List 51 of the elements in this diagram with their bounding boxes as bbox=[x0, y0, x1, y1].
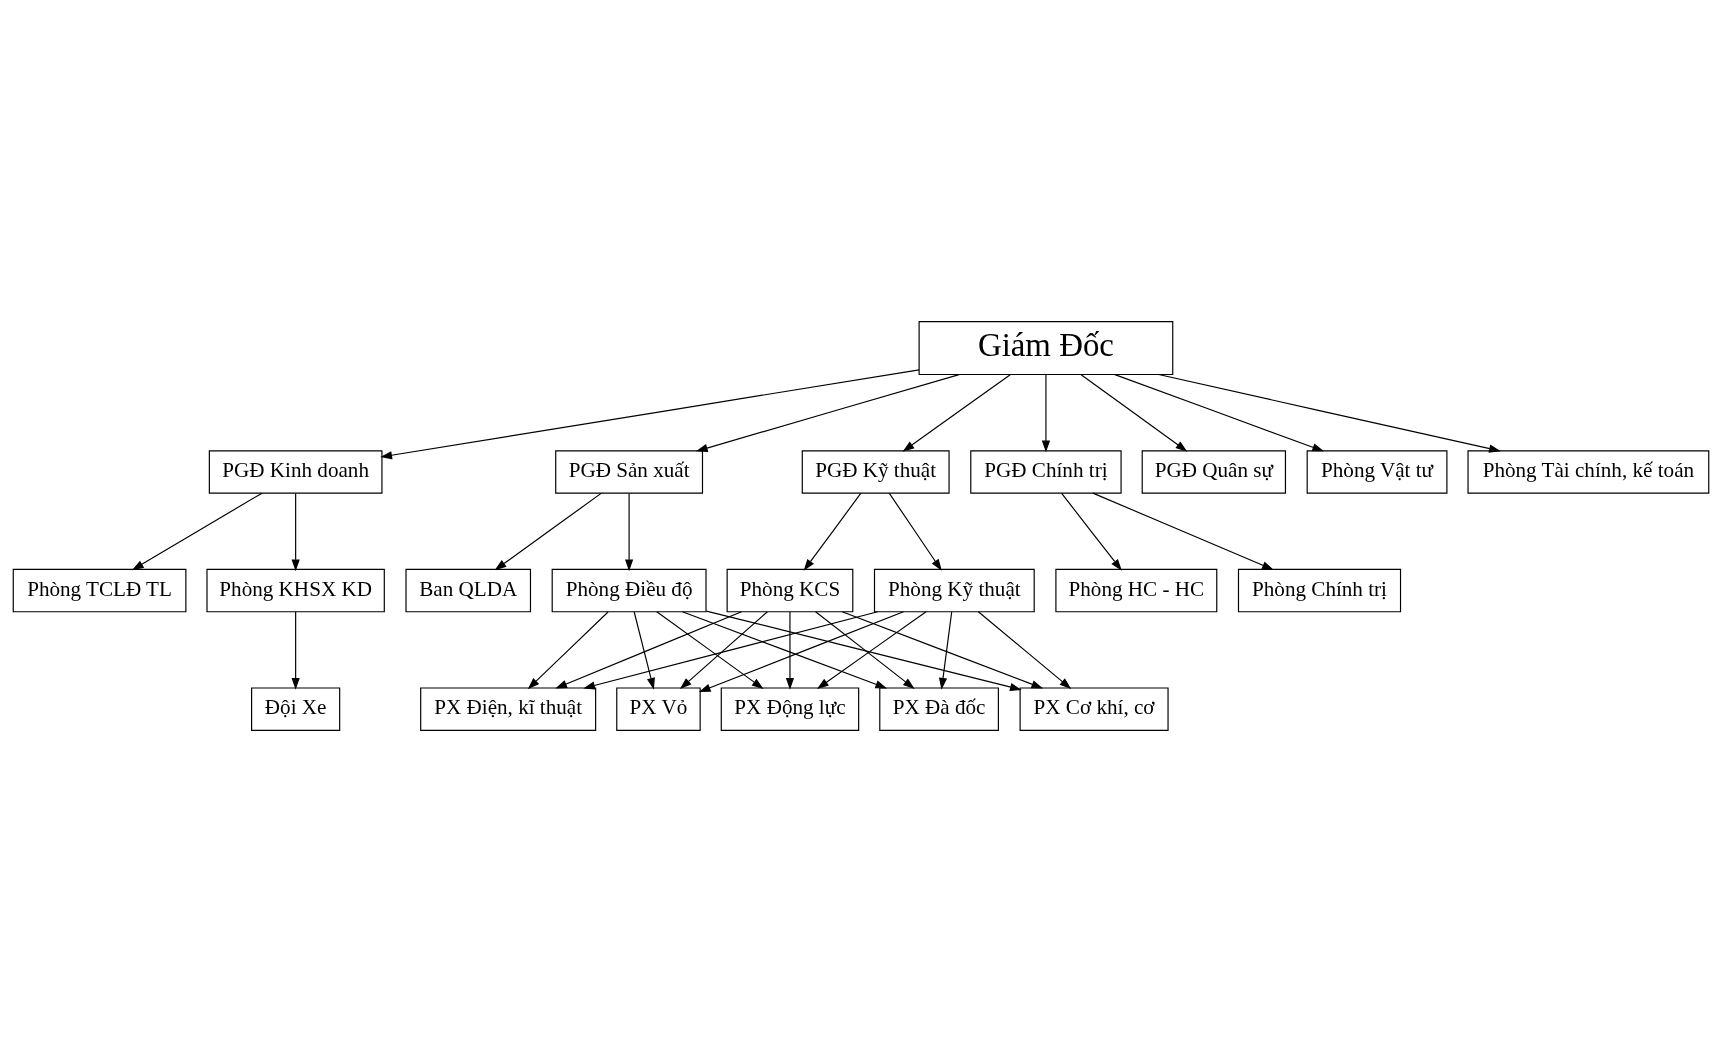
arrow bbox=[1041, 374, 1051, 453]
arrow bbox=[1061, 492, 1122, 571]
arrow bbox=[695, 374, 960, 452]
node-box: Phòng TCLĐ TL bbox=[12, 568, 187, 613]
node-box: Phòng Chính trị bbox=[1237, 568, 1402, 613]
node-box: Phòng KHSX KD bbox=[206, 568, 385, 613]
node-box: PX Động lực bbox=[720, 687, 860, 731]
node-box: PX Điện, kĩ thuật bbox=[420, 687, 597, 731]
node-box: Phòng Điều độ bbox=[551, 568, 707, 613]
node-box: PGĐ Sản xuất bbox=[555, 450, 704, 494]
node-box: PX Đà đốc bbox=[879, 687, 999, 731]
arrow bbox=[291, 611, 300, 690]
arrow bbox=[583, 611, 879, 690]
node-box: Phòng Vật tư bbox=[1306, 450, 1448, 494]
node-box: Phòng Tài chính, kế toán bbox=[1467, 450, 1710, 494]
arrow bbox=[698, 611, 905, 693]
arrow bbox=[633, 611, 655, 690]
node-box: Ban QLDA bbox=[405, 568, 532, 613]
arrow bbox=[888, 492, 942, 571]
arrow bbox=[380, 369, 920, 460]
arrow bbox=[555, 611, 743, 689]
arrow bbox=[1114, 374, 1324, 452]
arrow bbox=[902, 374, 1011, 452]
arrow bbox=[494, 492, 603, 571]
node-box: PX Cơ khí, cơ bbox=[1019, 687, 1169, 731]
arrow bbox=[841, 611, 1044, 689]
node-box: Đội Xe bbox=[251, 687, 341, 731]
node-box: PGĐ Quân sự bbox=[1141, 450, 1287, 494]
node-box: Phòng KCS bbox=[726, 568, 854, 613]
arrow bbox=[656, 611, 764, 689]
node-box: Phòng Kỹ thuật bbox=[873, 568, 1035, 613]
arrow bbox=[625, 492, 634, 572]
arrow bbox=[803, 492, 862, 571]
arrow bbox=[705, 610, 1022, 692]
node-box: Giám Đốc bbox=[918, 321, 1174, 376]
node-box: Phòng HC - HC bbox=[1055, 568, 1218, 613]
node-box: PGĐ Chính trị bbox=[970, 450, 1122, 494]
arrow bbox=[291, 492, 300, 572]
node-box: PGĐ Kinh doanh bbox=[208, 450, 383, 494]
arrow bbox=[527, 611, 609, 690]
arrow bbox=[938, 611, 953, 690]
arrow bbox=[679, 611, 768, 690]
arrow bbox=[1092, 492, 1274, 570]
arrow bbox=[1080, 374, 1188, 452]
node-box: PX Vỏ bbox=[616, 687, 701, 731]
arrow bbox=[1158, 373, 1501, 453]
arrow bbox=[131, 492, 263, 571]
arrow bbox=[785, 611, 795, 690]
arrow bbox=[977, 611, 1072, 689]
node-box: PGĐ Kỹ thuật bbox=[801, 450, 950, 494]
arrow bbox=[681, 611, 888, 689]
